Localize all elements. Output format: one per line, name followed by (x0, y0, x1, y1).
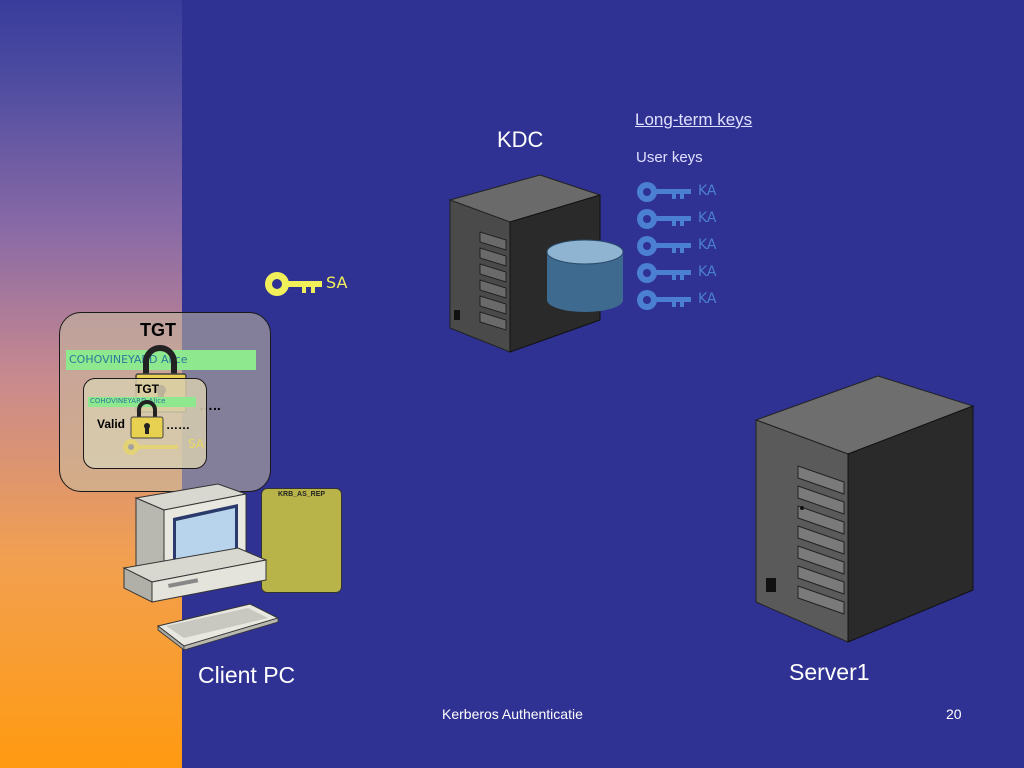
tgt-identity-bar: COHOVINEYARD Alice (66, 350, 256, 370)
tgt-identity-text: COHOVINEYARD Alice (69, 353, 188, 366)
long-term-keys-link[interactable]: Long-term keys (635, 110, 753, 129)
user-keys-label: User keys (636, 149, 703, 166)
krb-as-rep-message (261, 488, 342, 593)
padlock-small-icon (130, 400, 164, 439)
user-key-label: KA (698, 264, 717, 280)
tgt-title: TGT (140, 320, 176, 340)
client-pc-icon (122, 483, 280, 651)
footer-text: Kerberos Authenticatie (442, 706, 583, 722)
kdc-server-icon (448, 174, 624, 353)
user-key-label: KA (698, 183, 717, 199)
server1-label: Server1 (789, 659, 870, 685)
user-key-row: KA (636, 207, 726, 231)
kdc-label: KDC (497, 127, 544, 152)
user-key-row: KA (636, 234, 726, 258)
user-key-row: KA (636, 261, 726, 285)
tgt-inner-more-text: …… (166, 418, 190, 432)
user-key-label: KA (698, 210, 717, 226)
session-key-faint-icon (123, 439, 178, 455)
session-key-icon (265, 272, 322, 296)
key-icon (637, 182, 691, 202)
session-key: SA (264, 270, 354, 300)
tgt-valid-label: Valid (97, 417, 126, 431)
key-icon (637, 263, 691, 283)
client-pc-label: Client PC (198, 662, 296, 688)
server1-icon (754, 375, 975, 643)
key-icon (637, 236, 691, 256)
user-key-row: KA (636, 288, 726, 312)
tgt-inner-key-label: SA (188, 437, 205, 451)
key-icon (637, 290, 691, 310)
tgt-inner-title: TGT (135, 382, 159, 396)
tgt-inner-identity-text: COHOVINEYARD Alice (90, 397, 166, 405)
key-icon (637, 209, 691, 229)
user-key-row: KA (636, 180, 726, 204)
krb-as-rep-label: KRB_AS_REP (278, 491, 326, 498)
page-number: 20 (946, 706, 962, 722)
user-key-label: KA (698, 291, 717, 307)
user-key-label: KA (698, 237, 717, 253)
session-key-label: SA (326, 273, 348, 292)
